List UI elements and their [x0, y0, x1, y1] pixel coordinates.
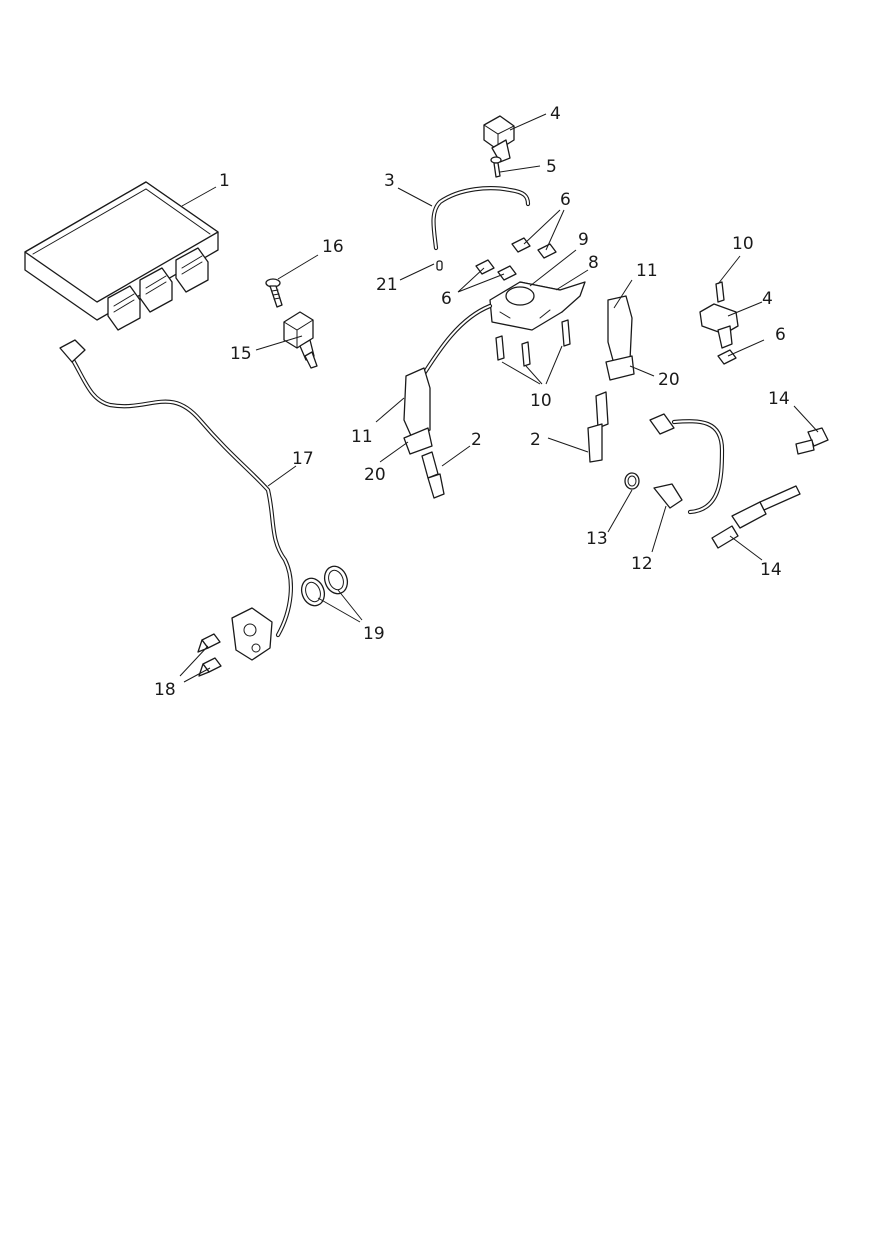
ecm-unit[interactable]	[24, 181, 219, 331]
callout-12: 12	[631, 554, 653, 574]
callout-15: 15	[230, 344, 252, 364]
spring-clips-lower[interactable]	[475, 259, 517, 281]
pressure-sensor-upper[interactable]	[483, 115, 515, 163]
callout-labels: 1 2 2 3 4 4 5 6 6 6 8 9 10 10 11 11 12 1…	[154, 104, 790, 700]
callout-14-upper: 14	[768, 389, 790, 409]
callout-4-upper: 4	[550, 104, 561, 124]
callout-4-lower: 4	[762, 289, 773, 309]
spring-clip-right[interactable]	[717, 349, 737, 365]
callout-6-right: 6	[775, 325, 786, 345]
callout-17: 17	[292, 449, 314, 469]
callout-6-middle: 6	[441, 289, 452, 309]
pressure-sensor-lower[interactable]	[699, 281, 739, 349]
callout-11-right: 11	[636, 261, 658, 281]
callout-1: 1	[219, 171, 230, 191]
callout-11-left: 11	[351, 427, 373, 447]
callout-20-left: 20	[364, 465, 386, 485]
spring-clips-upper[interactable]	[511, 237, 557, 259]
spark-plug-left[interactable]	[421, 451, 445, 499]
oxygen-sensor-small[interactable]	[795, 427, 829, 455]
callout-16: 16	[322, 237, 344, 257]
plug-cap-right[interactable]	[605, 295, 635, 381]
plug-lead-left[interactable]	[403, 303, 493, 455]
vacuum-hose[interactable]	[431, 186, 531, 251]
bolt-pair[interactable]	[197, 633, 222, 677]
mounting-screw[interactable]	[265, 278, 283, 308]
sealing-washer[interactable]	[624, 472, 640, 490]
sensor-harness[interactable]	[59, 339, 293, 661]
callout-2-right: 2	[530, 430, 541, 450]
callout-6-upper: 6	[560, 190, 571, 210]
callout-20-right: 20	[658, 370, 680, 390]
oxygen-sensor-long[interactable]	[711, 485, 801, 549]
sensor-screw[interactable]	[490, 156, 502, 178]
callout-18: 18	[154, 680, 176, 700]
callout-8: 8	[588, 253, 599, 273]
callout-10-upper: 10	[732, 234, 754, 254]
coil-bolts[interactable]	[495, 319, 571, 367]
lambda-sensor-harness[interactable]	[649, 413, 725, 515]
callout-14-lower: 14	[760, 560, 782, 580]
callout-10-lower: 10	[530, 391, 552, 411]
hose-clip[interactable]	[436, 260, 443, 271]
ignition-coil-pack[interactable]	[489, 281, 586, 331]
callout-3: 3	[384, 171, 395, 191]
callout-21: 21	[376, 275, 398, 295]
callout-9: 9	[578, 230, 589, 250]
callout-13: 13	[586, 529, 608, 549]
callout-19: 19	[363, 624, 385, 644]
callout-5: 5	[546, 157, 557, 177]
callout-2-left: 2	[471, 430, 482, 450]
leader-lines	[179, 113, 819, 683]
spark-plug-right[interactable]	[587, 391, 609, 463]
